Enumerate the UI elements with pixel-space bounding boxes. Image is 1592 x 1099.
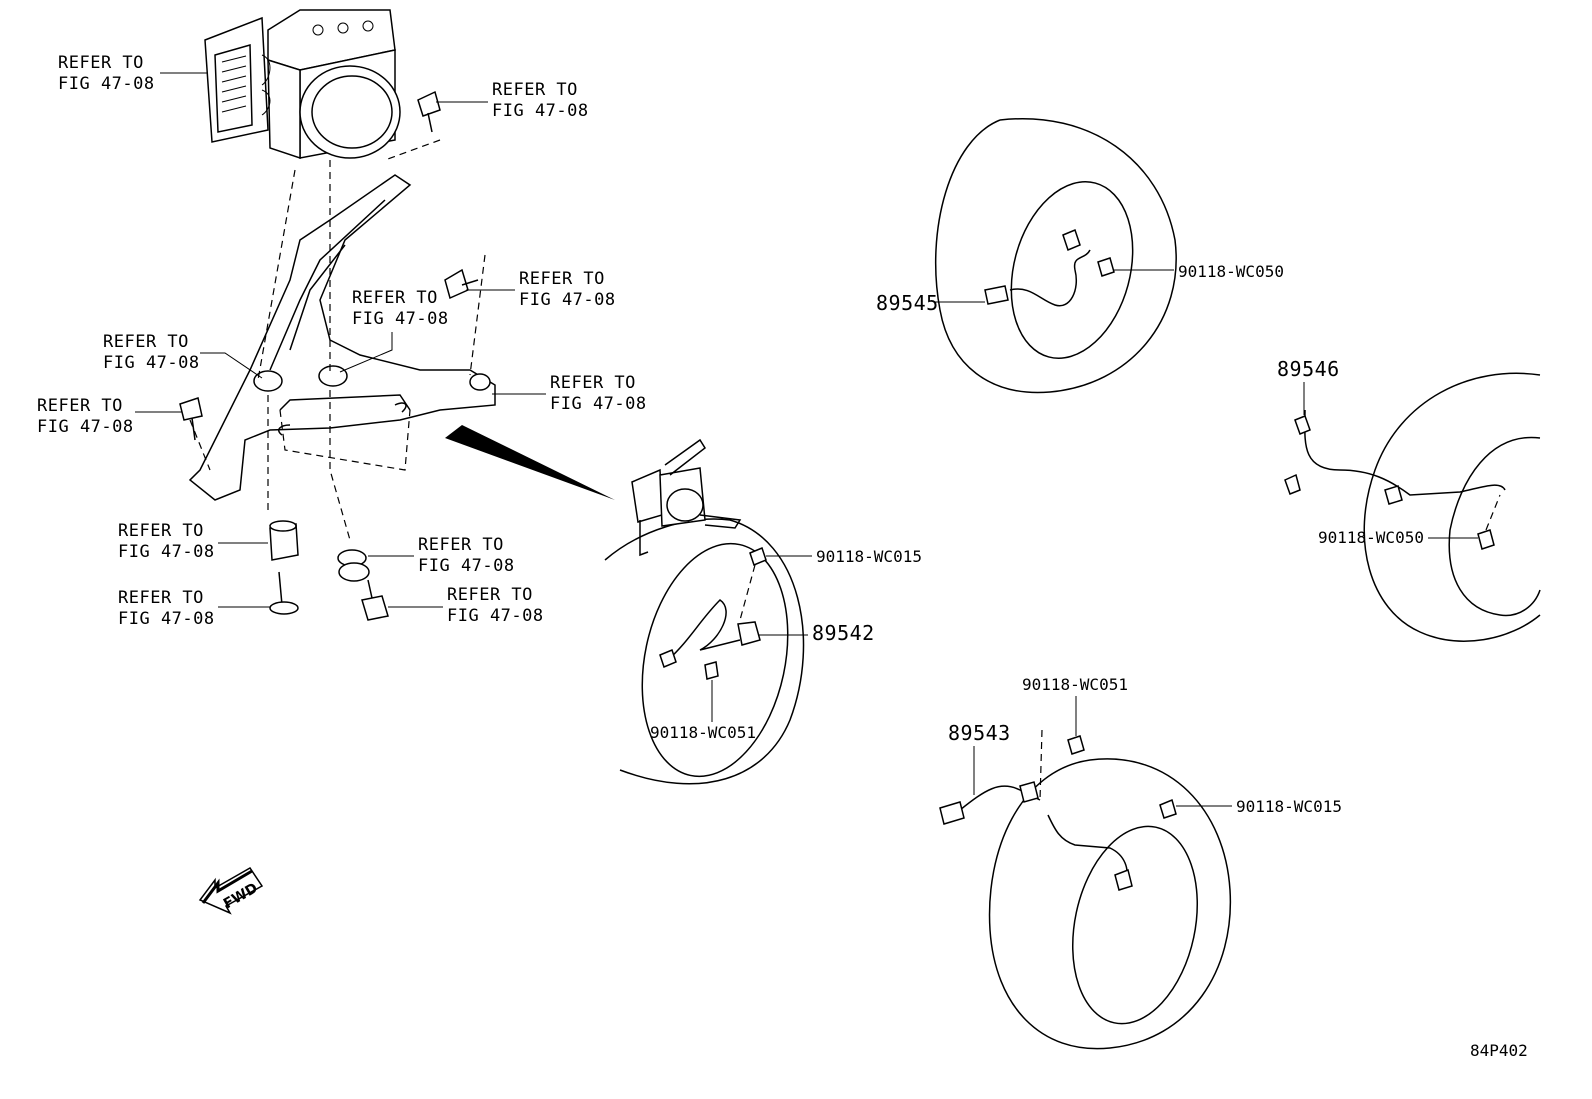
part-number-89543: 89543 — [948, 721, 1011, 745]
pointer-arrow — [445, 425, 615, 500]
fwd-arrow-icon: FWD — [198, 867, 264, 915]
part-number-wc050: 90118-WC050 — [1178, 262, 1284, 281]
refer-to-text: REFER TO — [118, 588, 204, 608]
part-number-wc051: 90118-WC051 — [650, 723, 756, 742]
refer-to-text: REFER TO — [37, 396, 123, 416]
refer-fig-text: FIG 47-08 — [492, 101, 589, 121]
refer-label-11: REFER TO FIG 47-08 — [388, 585, 544, 626]
refer-fig-text: FIG 47-08 — [37, 417, 134, 437]
label-wc050-b: 90118-WC050 — [1318, 528, 1478, 547]
label-wc015-a: 90118-WC015 — [766, 547, 922, 566]
refer-fig-text: FIG 47-08 — [352, 309, 449, 329]
part-number-89542: 89542 — [812, 621, 875, 645]
refer-to-text: REFER TO — [447, 585, 533, 605]
refer-label-1: REFER TO FIG 47-08 — [58, 53, 208, 94]
refer-to-text: REFER TO — [58, 53, 144, 73]
refer-label-5: REFER TO FIG 47-08 — [103, 332, 263, 379]
refer-fig-text: FIG 47-08 — [550, 394, 647, 414]
abs-actuator-assembly — [204, 9, 401, 160]
label-89542: 89542 — [758, 621, 875, 645]
figure-code: 84P402 — [1470, 1041, 1528, 1060]
refer-label-6: REFER TO FIG 47-08 — [492, 373, 647, 414]
refer-to-text: REFER TO — [103, 332, 189, 352]
part-number-wc050: 90118-WC050 — [1318, 528, 1424, 547]
front-right-wheel — [934, 118, 1177, 394]
refer-to-text: REFER TO — [352, 288, 438, 308]
part-number-wc015: 90118-WC015 — [816, 547, 922, 566]
refer-to-text: REFER TO — [492, 80, 578, 100]
part-number-wc051: 90118-WC051 — [1022, 675, 1128, 694]
refer-label-7: REFER TO FIG 47-08 — [37, 396, 182, 437]
front-left-wheel — [604, 438, 805, 785]
refer-label-3: REFER TO FIG 47-08 — [466, 269, 616, 310]
refer-label-9: REFER TO FIG 47-08 — [368, 535, 515, 576]
label-wc015-b: 90118-WC015 — [1176, 797, 1342, 816]
refer-label-4: REFER TO FIG 47-08 — [339, 288, 449, 373]
refer-to-text: REFER TO — [118, 521, 204, 541]
label-89545: 89545 — [876, 291, 985, 315]
part-number-89545: 89545 — [876, 291, 939, 315]
label-wc051-b: 90118-WC051 — [1022, 675, 1128, 736]
label-89546: 89546 — [1277, 357, 1340, 415]
refer-fig-text: FIG 47-08 — [118, 542, 215, 562]
rear-right-wheel — [1284, 372, 1541, 642]
refer-to-text: REFER TO — [519, 269, 605, 289]
refer-fig-text: FIG 47-08 — [118, 609, 215, 629]
refer-fig-text: FIG 47-08 — [447, 606, 544, 626]
refer-to-text: REFER TO — [418, 535, 504, 555]
refer-label-10: REFER TO FIG 47-08 — [118, 588, 270, 629]
refer-fig-text: FIG 47-08 — [418, 556, 515, 576]
label-89543: 89543 — [948, 721, 1011, 795]
label-wc051-a: 90118-WC051 — [650, 680, 756, 742]
refer-label-8: REFER TO FIG 47-08 — [118, 521, 268, 562]
label-wc050-a: 90118-WC050 — [1114, 262, 1284, 281]
refer-to-text: REFER TO — [550, 373, 636, 393]
refer-fig-text: FIG 47-08 — [58, 74, 155, 94]
refer-label-2: REFER TO FIG 47-08 — [436, 80, 589, 121]
assembly-dashed-lines — [189, 139, 486, 541]
actuator-bracket — [188, 174, 496, 501]
refer-fig-text: FIG 47-08 — [519, 290, 616, 310]
rear-left-wheel — [939, 729, 1232, 1050]
refer-fig-text: FIG 47-08 — [103, 353, 200, 373]
part-number-wc015: 90118-WC015 — [1236, 797, 1342, 816]
fastener-parts — [179, 90, 479, 621]
part-number-89546: 89546 — [1277, 357, 1340, 381]
